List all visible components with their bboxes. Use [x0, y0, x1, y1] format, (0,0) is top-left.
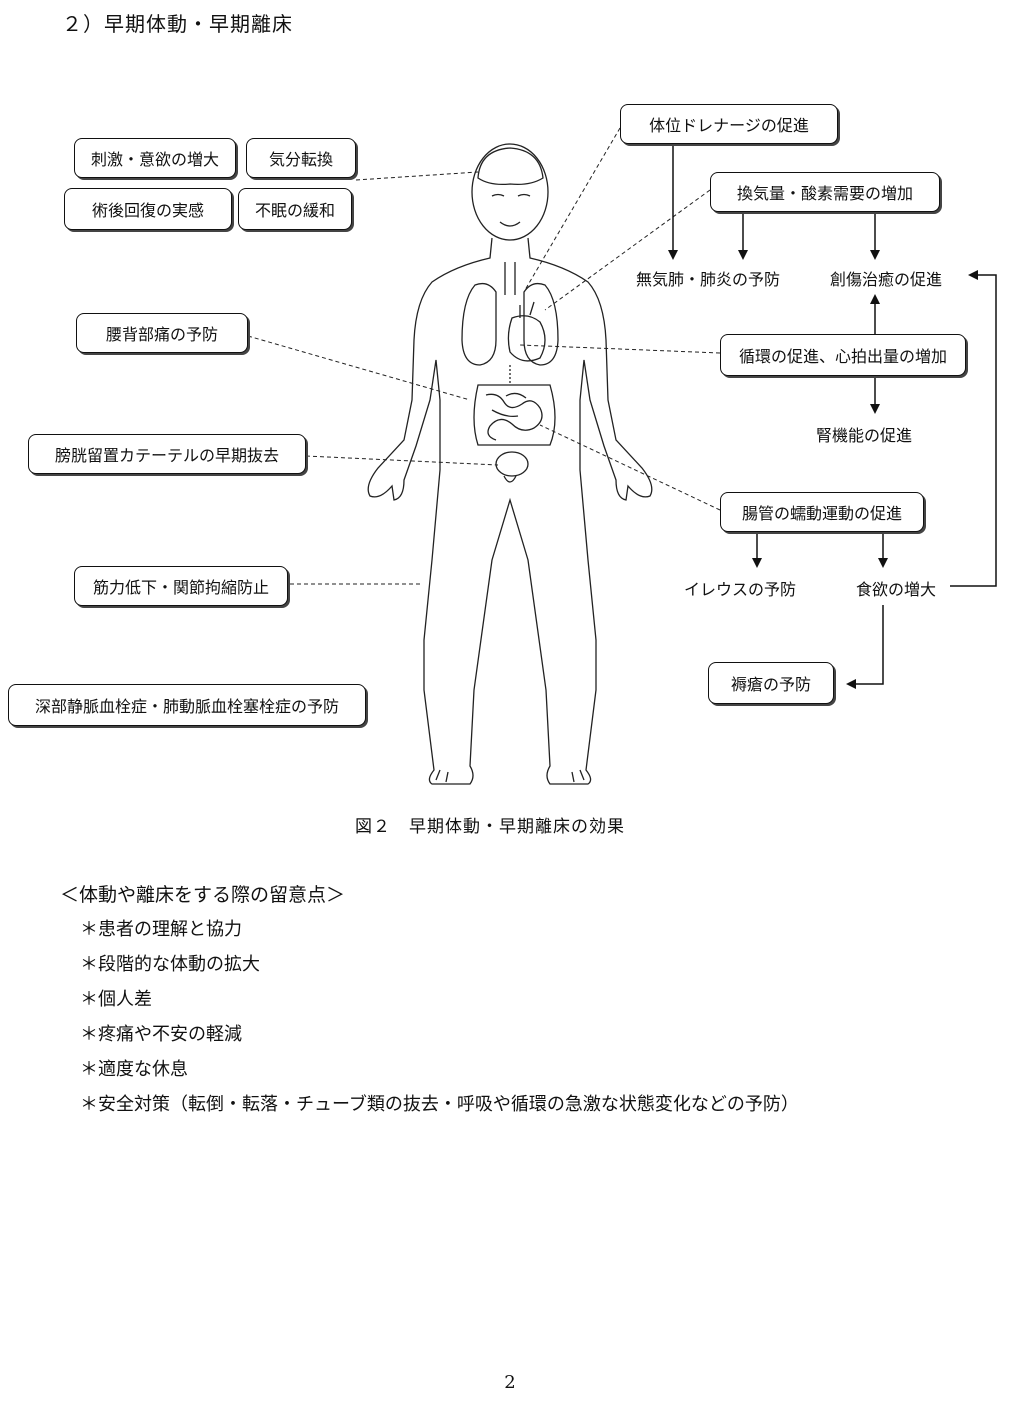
torso-outline [367, 237, 653, 785]
box-drainage: 体位ドレナージの促進 [620, 104, 838, 144]
left-lung [461, 282, 497, 366]
list-item: ＊段階的な体動の拡大 [80, 954, 260, 975]
brain-outline [477, 147, 544, 186]
list-item: ＊患者の理解と協力 [80, 919, 242, 940]
head-outline [471, 143, 549, 241]
label-wound: 創傷治癒の促進 [830, 270, 943, 289]
box-dvt: 深部静脈血栓症・肺動脈血栓塞栓症の予防 [8, 684, 366, 726]
list-item: ＊安全対策（転倒・転落・チューブ類の抜去・呼吸や循環の急激な状態変化などの予防） [80, 1094, 799, 1115]
leader-drainage [524, 127, 621, 291]
list-item: ＊個人差 [80, 989, 152, 1010]
box-stimulus: 刺激・意欲の増大 [74, 138, 236, 178]
toes [435, 769, 585, 783]
bladder [495, 451, 529, 477]
list-item: ＊疼痛や不安の軽減 [80, 1024, 242, 1045]
label-renal: 腎機能の促進 [816, 426, 913, 445]
box-back-pain: 腰背部痛の予防 [76, 313, 248, 353]
box-muscle: 筋力低下・関節拘縮防止 [74, 566, 288, 606]
leader-ventilation [544, 189, 711, 311]
list-item: ＊適度な休息 [80, 1059, 188, 1080]
section-heading: ２）早期体動・早期離床 [62, 12, 293, 36]
box-bedsore: 褥瘡の予防 [708, 662, 834, 704]
leader-circulation [519, 344, 721, 354]
eyes [491, 193, 531, 197]
arrow-appetite-bedsore [846, 605, 884, 689]
label-atelectasis: 無気肺・肺炎の予防 [636, 270, 781, 289]
small-intestine [485, 392, 543, 441]
trachea [504, 262, 516, 295]
notes-list: ＊患者の理解と協力 ＊段階的な体動の拡大 ＊個人差 ＊疼痛や不安の軽減 ＊適度な… [80, 912, 799, 1122]
leader-back-pain [247, 335, 471, 401]
leader-peristalsis [539, 424, 721, 511]
page-number: 2 [504, 1372, 516, 1393]
label-appetite: 食欲の増大 [856, 580, 937, 599]
box-insomnia: 不眠の緩和 [238, 188, 352, 230]
mouth [499, 221, 521, 227]
human-figure [367, 143, 653, 785]
figure-caption: 図２ 早期体動・早期離床の効果 [355, 817, 625, 837]
box-recovery: 術後回復の実感 [64, 188, 232, 230]
heart [507, 315, 546, 362]
label-ileus: イレウスの予防 [684, 580, 797, 599]
box-peristalsis: 腸管の蠕動運動の促進 [720, 492, 924, 532]
urethra [503, 475, 517, 483]
leader-lines [247, 127, 721, 585]
notes-title: ＜体動や離床をする際の留意点＞ [60, 884, 346, 906]
box-circulation: 循環の促進、心拍出量の増加 [720, 334, 966, 376]
box-ventilation: 換気量・酸素需要の増加 [710, 172, 940, 212]
right-lung [523, 282, 559, 366]
arrow-appetite-wound [950, 270, 997, 587]
heart-vessels [519, 301, 535, 318]
flow-arrows [668, 143, 997, 689]
leader-catheter [305, 455, 499, 466]
box-mood: 気分転換 [246, 138, 356, 178]
box-catheter: 膀胱留置カテーテルの早期抜去 [28, 434, 306, 474]
leader-mood [355, 171, 479, 181]
large-intestine [473, 384, 556, 446]
